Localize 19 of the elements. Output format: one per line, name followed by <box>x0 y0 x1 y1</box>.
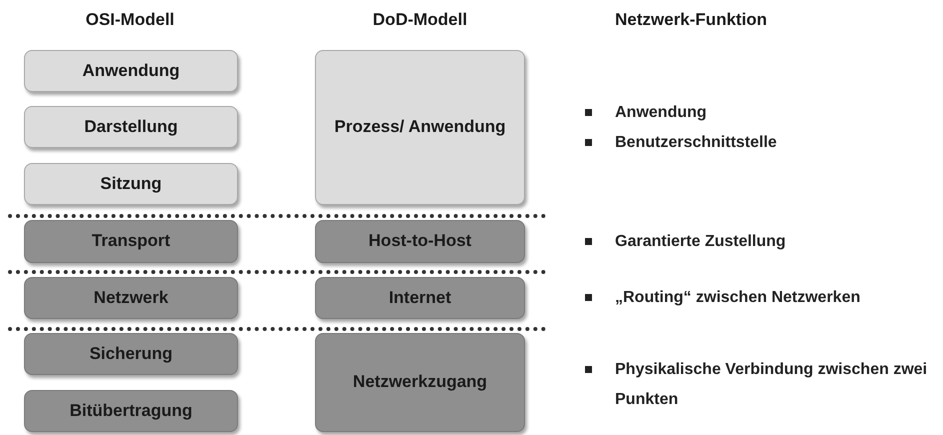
layer-box: Sitzung <box>24 163 238 205</box>
layer-box: Bitübertragung <box>24 390 238 432</box>
layer-box: Netzwerk <box>24 277 238 319</box>
layer-box: Darstellung <box>24 106 238 148</box>
column-heading: Netzwerk-Funktion <box>615 10 768 30</box>
layer-box: Host-to-Host <box>315 220 525 263</box>
layer-box: Sicherung <box>24 333 238 375</box>
function-item: Benutzerschnittstelle <box>615 133 778 153</box>
column-heading: DoD-Modell <box>372 10 468 30</box>
column-heading: OSI-Modell <box>86 10 174 30</box>
function-item: „Routing“ zwischen Netzwerken <box>615 288 862 308</box>
layer-box: Transport <box>24 220 238 263</box>
function-item: Physikalische Verbindung zwischen zwei Punkten <box>615 360 928 410</box>
layer-box: Internet <box>315 277 525 319</box>
function-item: Anwendung <box>615 103 708 123</box>
layer-box: Anwendung <box>24 50 238 92</box>
function-item: Garantierte Zustellung <box>615 232 787 252</box>
layer-box: Prozess/ Anwendung <box>315 50 525 205</box>
layer-box: Netzwerkzugang <box>315 333 525 432</box>
